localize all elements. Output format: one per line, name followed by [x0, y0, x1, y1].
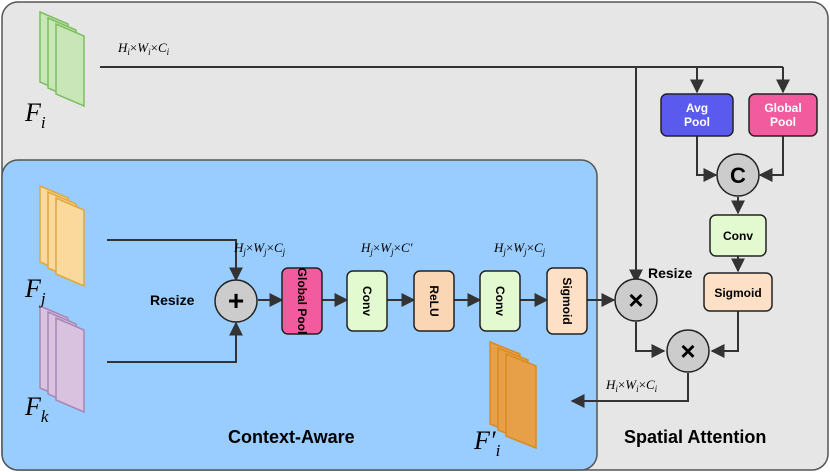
avg-pool-box	[660, 93, 734, 137]
multiply-operator-2	[666, 329, 710, 373]
sigmoid-context-box	[546, 267, 588, 335]
connectors	[100, 66, 790, 408]
context-aware-title: Context-Aware	[228, 427, 355, 447]
sigmoid-spatial-box	[703, 272, 773, 312]
concat-operator	[716, 153, 760, 197]
conv2-label: Conv	[493, 286, 507, 316]
feature-map-fk	[39, 304, 85, 414]
conv-spatial-label: Conv	[723, 229, 753, 243]
multiply-operator-1	[614, 278, 658, 322]
feature-slice	[505, 352, 537, 450]
feature-map-fi	[39, 10, 85, 108]
dim-after-add: Hj×Wj×Cj	[233, 240, 286, 257]
label-fout: F′i	[473, 426, 501, 460]
conv1-label: Conv	[360, 286, 374, 316]
feature-map-fj	[39, 184, 85, 288]
dim-output: Hi×Wi×Ci	[605, 377, 658, 394]
connector-fk-add	[107, 321, 243, 363]
conv-spatial-box	[709, 214, 767, 257]
connector-avgpool-concat	[696, 136, 718, 182]
sigmoid-context-label: Sigmoid	[560, 277, 574, 324]
add-operator	[214, 279, 258, 323]
dim-top: Hi×Wi×Ci	[117, 40, 170, 57]
label-fj: Fj	[24, 274, 46, 308]
dim-mid: Hj×Wj×C′	[360, 240, 413, 257]
conv2-box	[479, 270, 521, 332]
connector-sigmoid-mult2	[710, 311, 739, 358]
dim-after-conv2: Hj×Wj×Cj	[493, 240, 546, 257]
concat-operator-symbol: C	[730, 163, 746, 188]
multiply-operator-1-symbol: ×	[628, 285, 643, 315]
feature-slice	[55, 196, 85, 288]
global-pool-spatial-box	[748, 93, 818, 137]
resize-right-label: Resize	[648, 265, 693, 281]
resize-left-label: Resize	[150, 292, 195, 308]
feature-map-fout	[489, 340, 537, 450]
spatial-attention-title: Spatial Attention	[624, 427, 766, 447]
global-pool-box	[281, 267, 323, 335]
feature-slice	[55, 316, 85, 414]
connector-globalpool-concat	[758, 136, 784, 182]
relu-box	[413, 270, 455, 332]
conv1-box	[346, 270, 388, 332]
connector-mult2-output	[570, 373, 689, 408]
global-pool-label: Global Pool	[295, 268, 309, 335]
add-operator-symbol: +	[228, 285, 244, 316]
connector-mult1-mult2	[635, 322, 666, 358]
connector-fj-add	[107, 239, 243, 282]
label-fi: Fi	[24, 98, 46, 132]
feature-slice	[55, 22, 85, 108]
multiply-operator-2-symbol: ×	[680, 336, 695, 366]
sigmoid-spatial-label: Sigmoid	[714, 286, 761, 300]
label-fk: Fk	[24, 392, 49, 426]
relu-label: ReLU	[427, 285, 441, 316]
